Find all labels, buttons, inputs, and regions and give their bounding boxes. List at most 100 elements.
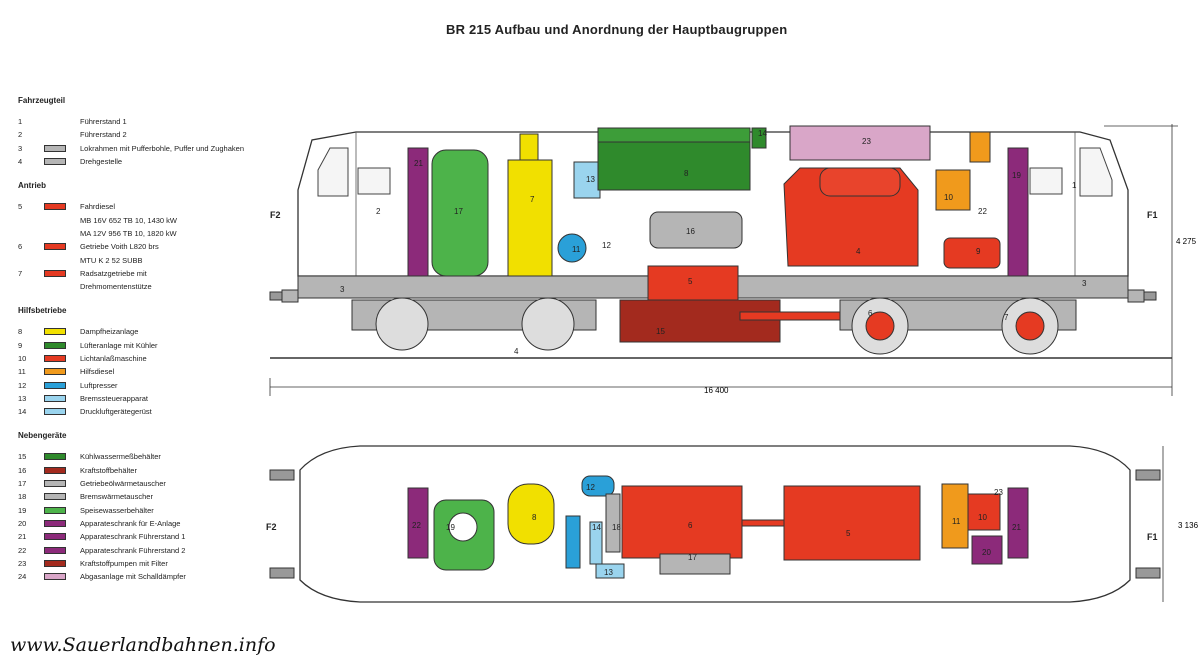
legend-number: 16 — [18, 465, 27, 475]
legend-label: Druckluftgerätegerüst — [80, 407, 152, 417]
side-part-number: 12 — [602, 241, 611, 250]
legend-label-continuation: MB 16V 652 TB 10, 1430 kW — [80, 215, 177, 225]
legend-number: 11 — [18, 367, 26, 377]
legend-label: Radsatzgetriebe mit — [80, 268, 147, 278]
abgasanlage — [789, 125, 931, 161]
side-part-number: 22 — [978, 207, 987, 216]
top-part-number: 8 — [532, 513, 537, 522]
getriebeoelwaermetauscher — [649, 211, 743, 249]
legend-label: Getriebeölwärmetauscher — [80, 479, 166, 489]
legend-swatch — [44, 269, 66, 277]
legend-swatch — [44, 573, 66, 581]
legend-number: 24 — [18, 572, 27, 582]
legend-number: 7 — [18, 268, 23, 278]
legend-swatch — [44, 466, 66, 474]
top-part-number: 20 — [982, 548, 991, 557]
legend-label-continuation: MA 12V 956 TB 10, 1820 kW — [80, 228, 177, 238]
legend-label: Kraftstoffpumpen mit Filter — [80, 558, 168, 568]
legend-swatch — [44, 355, 66, 362]
legend-label: Getriebe Voith L820 brs — [80, 242, 159, 252]
legend-label: Bremssteuerapparat — [80, 393, 148, 403]
legend-item: 8 Dampfheizanlage — [18, 325, 268, 338]
side-part-number: 1 — [1072, 181, 1077, 190]
legend-number: 5 — [18, 202, 23, 212]
cabinet-fuehrerstand-2 — [407, 147, 429, 277]
legend-swatch — [44, 480, 66, 488]
top-part-number: 6 — [688, 521, 693, 530]
legend-item: 14 Druckluftgerätegerüst — [18, 405, 268, 418]
cabinet-fuehrerstand-1 — [1007, 147, 1029, 277]
legend-number: 12 — [18, 380, 27, 390]
legend-number: 19 — [18, 505, 27, 515]
top-part-number: 14 — [592, 523, 601, 532]
legend-swatch — [44, 158, 66, 166]
hilfsdiesel — [935, 169, 971, 211]
side-part-number: 3 — [1082, 279, 1087, 288]
top-part-number: 11 — [952, 517, 961, 526]
side-body-outline — [297, 131, 1129, 277]
dim-length: 16 400 — [704, 386, 729, 395]
lichtanlassmaschine — [943, 237, 1001, 269]
side-part-number: 17 — [454, 207, 463, 216]
legend-swatch — [44, 203, 66, 211]
source-watermark: www.Sauerlandbahnen.info — [10, 634, 276, 656]
top-part-number: 18 — [612, 523, 621, 532]
legend-number: 8 — [18, 327, 23, 337]
legend-item: 18 Bremswärmetauscher — [18, 490, 268, 503]
legend-label: Drehgestelle — [80, 157, 123, 167]
legend-label: Lüfteranlage mit Kühler — [80, 340, 158, 350]
side-part-number: 7 — [530, 195, 535, 204]
legend-swatch — [44, 453, 66, 461]
side-part-number: 15 — [656, 327, 665, 336]
legend-number: 14 — [18, 407, 27, 417]
side-part-number: 7 — [1004, 313, 1009, 322]
legend-swatch — [44, 506, 66, 514]
top-part-number: 23 — [994, 488, 1003, 497]
legend-swatch — [44, 493, 66, 501]
speisewasserbehaelter — [431, 149, 489, 277]
bogie-1 — [839, 297, 1077, 355]
legend-swatch — [44, 328, 66, 336]
side-part-number: 2 — [376, 207, 381, 216]
legend-label: Speisewasserbehälter — [80, 505, 154, 515]
dim-width: 3 136 — [1178, 521, 1199, 530]
side-view: 16 400 4 275 F2 F1 — [269, 124, 1197, 396]
top-part-number: 19 — [446, 523, 455, 532]
legend-label: Lokrahmen mit Pufferbohle, Puffer und Zu… — [80, 143, 244, 153]
kraftstoffbehaelter — [619, 299, 781, 343]
side-part-number: 14 — [758, 129, 767, 138]
legend-number: 18 — [18, 492, 27, 502]
dim-height: 4 275 — [1176, 237, 1197, 246]
legend-item: 19 Speisewasserbehälter — [18, 504, 268, 517]
bogie-2 — [351, 297, 597, 351]
side-part-number: 4 — [514, 347, 519, 356]
legend-label: Bremswärmetauscher — [80, 492, 153, 502]
legend-label: Dampfheizanlage — [80, 327, 139, 337]
legend-swatch — [44, 243, 66, 251]
label-f2-top: F2 — [266, 522, 277, 532]
legend-label: Lichtanlaßmaschine — [80, 354, 147, 363]
side-part-number: 13 — [586, 175, 595, 184]
legend-swatch — [44, 381, 66, 389]
top-part-number: 5 — [846, 529, 851, 538]
side-part-number: 6 — [868, 309, 873, 318]
top-view: 3 136 F2 F1 — [266, 445, 1199, 603]
legend-number: 1 — [18, 117, 23, 127]
